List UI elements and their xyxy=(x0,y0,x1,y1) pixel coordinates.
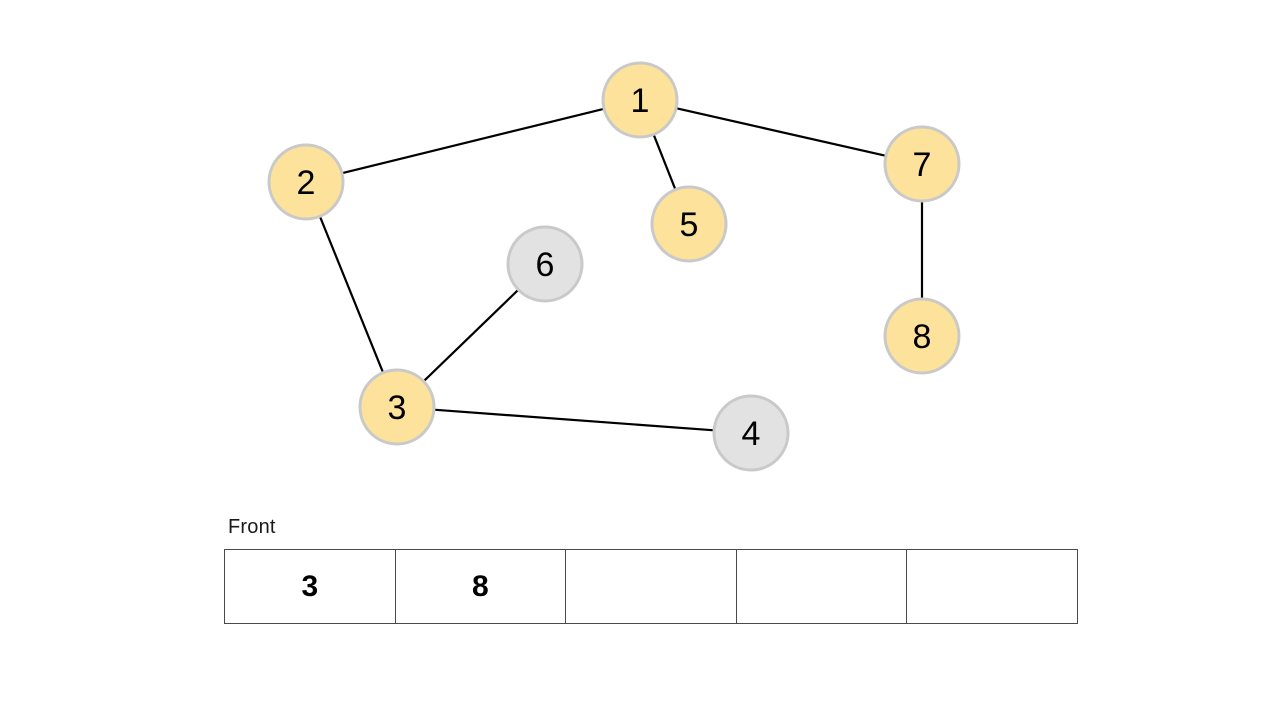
graph-edge-3-6 xyxy=(422,288,520,383)
queue-front-label: Front xyxy=(228,516,276,538)
node-label-1: 1 xyxy=(631,82,650,120)
graph-node-1[interactable]: 1 xyxy=(601,61,679,139)
node-circle-6 xyxy=(506,225,584,303)
graph-node-6[interactable]: 6 xyxy=(506,225,584,303)
graph-node-4[interactable]: 4 xyxy=(712,394,790,472)
graph-edges xyxy=(318,107,924,432)
queue-cell-4[interactable] xyxy=(737,550,908,623)
node-label-6: 6 xyxy=(536,246,555,284)
graph-edge-2-3 xyxy=(318,215,385,374)
queue-cell-3[interactable] xyxy=(566,550,737,623)
graph-edge-1-7 xyxy=(674,107,888,157)
node-circle-8 xyxy=(883,297,961,375)
graph-node-8[interactable]: 8 xyxy=(883,297,961,375)
node-label-5: 5 xyxy=(680,206,699,244)
node-label-2: 2 xyxy=(297,164,316,202)
node-circle-3 xyxy=(358,368,436,446)
graph-edge-1-5 xyxy=(652,133,677,191)
graph-edge-1-2 xyxy=(340,107,606,175)
graph-nodes: 1 2 3 4 5 6 7 8 xyxy=(267,61,961,472)
graph-svg: 1 2 3 4 5 6 7 8 xyxy=(267,61,961,472)
node-circle-5 xyxy=(650,185,728,263)
queue-cell-5[interactable] xyxy=(907,550,1077,623)
queue-cell-2[interactable]: 8 xyxy=(396,550,567,623)
node-label-4: 4 xyxy=(742,415,761,453)
graph-edge-3-4 xyxy=(432,408,716,432)
graph-node-5[interactable]: 5 xyxy=(650,185,728,263)
node-label-7: 7 xyxy=(913,146,932,184)
node-circle-7 xyxy=(883,125,961,203)
node-label-8: 8 xyxy=(913,318,932,356)
graph-node-2[interactable]: 2 xyxy=(267,143,345,221)
queue-cell-1[interactable]: 3 xyxy=(225,550,396,623)
node-circle-4 xyxy=(712,394,790,472)
node-circle-1 xyxy=(601,61,679,139)
graph-node-3[interactable]: 3 xyxy=(358,368,436,446)
graph-node-7[interactable]: 7 xyxy=(883,125,961,203)
node-label-3: 3 xyxy=(388,389,407,427)
node-circle-2 xyxy=(267,143,345,221)
